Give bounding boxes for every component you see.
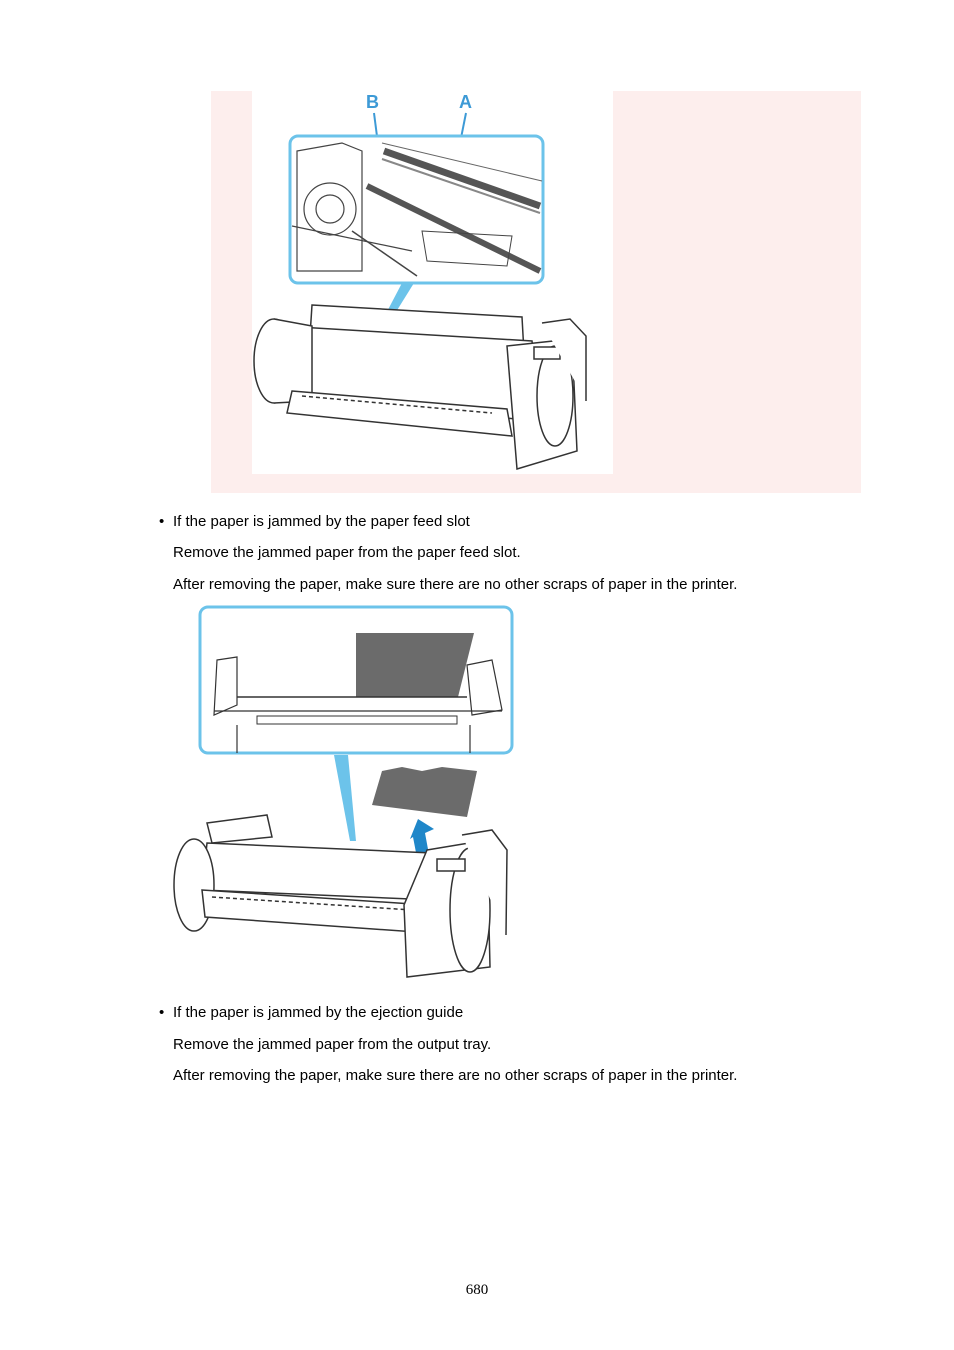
callout-label-b: B xyxy=(366,92,379,112)
section1-step2: After removing the paper, make sure ther… xyxy=(173,576,738,593)
printer-body xyxy=(253,304,587,470)
section2-step2: After removing the paper, make sure ther… xyxy=(173,1067,738,1084)
bullet-marker: • xyxy=(159,513,165,530)
zoom-pointer xyxy=(334,755,356,841)
page-number: 680 xyxy=(465,1282,489,1298)
section2-step1: Remove the jammed paper from the output … xyxy=(173,1036,492,1053)
section2-heading: If the paper is jammed by the ejection g… xyxy=(173,1004,464,1021)
zoom-inset xyxy=(198,605,514,755)
section1-heading: If the paper is jammed by the paper feed… xyxy=(173,513,470,530)
bullet-marker: • xyxy=(159,1004,165,1021)
jammed-paper xyxy=(356,633,474,697)
zoom-inset xyxy=(288,134,545,285)
printer-body xyxy=(173,814,508,978)
section1-step1: Remove the jammed paper from the paper f… xyxy=(173,544,521,561)
callout-label-a: A xyxy=(459,92,472,112)
figure2-printer-illustration xyxy=(173,605,514,978)
removed-paper xyxy=(372,767,477,817)
figure1-printer-illustration: B A xyxy=(253,92,587,470)
